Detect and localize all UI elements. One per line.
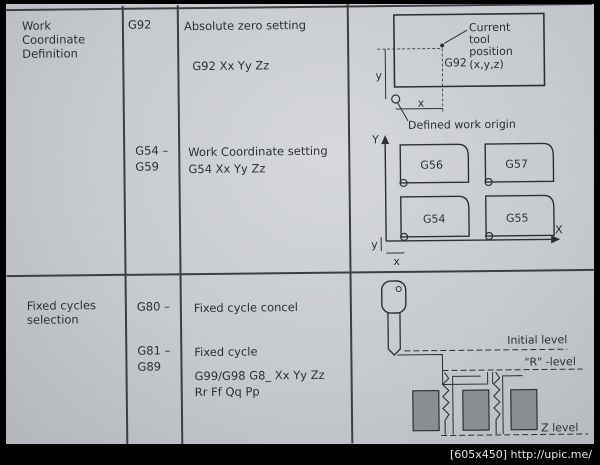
box-g55 (485, 194, 555, 237)
code-g54-start: G54 – (135, 143, 169, 158)
z-level-line (441, 433, 589, 437)
column-divider-1 (121, 5, 129, 444)
code-g89-end: G89 (137, 359, 162, 374)
code-g92: G92 (127, 17, 152, 32)
workpiece-block-2 (462, 389, 490, 431)
g92-callout-line3: position (469, 45, 513, 58)
g54-y-arrow (381, 135, 390, 145)
column-divider-2 (176, 5, 184, 444)
syntax-fixed-cycle-line1: G99/G98 G8_ Xx Yy Zz (194, 367, 325, 384)
box-g55-origin (485, 231, 494, 241)
r-level-label: "R" -level (524, 355, 576, 369)
g54-x-axis (386, 238, 557, 242)
image-caption: [605x450] http://upic.me/ (449, 448, 592, 461)
g92-x-dim-right (441, 48, 444, 113)
g92-callout-line2: tool (469, 33, 490, 46)
workpiece-block-3 (510, 388, 538, 431)
box-g56-label: G56 (420, 159, 443, 172)
g54-x-arrow (551, 235, 561, 244)
diagram-fixed-cycle: Initial level "R" -level Z level (380, 280, 589, 437)
box-g57 (484, 142, 555, 183)
g92-callout-line1: Current (469, 21, 511, 34)
box-g56-origin (399, 178, 408, 188)
g54-axis-y-label: Y (371, 133, 379, 146)
g92-tool-point (440, 43, 445, 48)
category-work-coordinate: Work Coordinate Definition (21, 18, 86, 61)
g92-y-dim-top (377, 48, 443, 50)
g92-x-label: x (418, 97, 425, 110)
g92-y-dim-line (384, 49, 387, 100)
box-g55-label: G55 (506, 212, 529, 225)
diagram-g92: G92 Current tool position (x,y,z) y x De… (375, 12, 546, 132)
syntax-g54: G54 Xx Yy Zz (188, 161, 266, 177)
rapid-retract (452, 375, 523, 435)
initial-level-label: Initial level (507, 333, 567, 347)
drill-path-1 (441, 372, 450, 435)
g92-origin-marker (391, 94, 401, 104)
g92-box-label: G92 (444, 56, 467, 69)
title-absolute-zero: Absolute zero setting (183, 17, 307, 34)
r-level-line (442, 368, 583, 372)
box-g54 (400, 195, 470, 238)
code-table: Work Coordinate Definition G92 Absolute … (6, 4, 594, 444)
g54-x-dim-label: x (393, 255, 400, 268)
box-g56 (399, 143, 470, 184)
diagram-g54-g59: Y X G56 G57 G54 G55 y x (371, 133, 563, 268)
title-fixed-cycle-cancel: Fixed cycle concel (193, 300, 299, 316)
g92-origin-label: Defined work origin (408, 118, 516, 132)
g54-y-axis (384, 139, 387, 242)
tool-shank (387, 312, 401, 356)
tool-holder (380, 280, 407, 314)
g92-work-box (393, 12, 546, 88)
category-fixed-cycles: Fixed cycles selection (26, 298, 97, 327)
g54-axis-x-label: X (555, 223, 563, 236)
z-level-label: Z level (541, 421, 578, 434)
tool-path (397, 354, 494, 386)
box-g57-origin (484, 177, 493, 187)
syntax-g92: G92 Xx Yy Zz (192, 58, 270, 74)
code-g80: G80 – (136, 299, 170, 314)
code-g81-start: G81 – (137, 343, 171, 358)
workpiece-block-1 (412, 389, 440, 432)
code-g59-end: G59 (135, 159, 160, 174)
initial-level-line (404, 348, 568, 352)
photographed-page: Work Coordinate Definition G92 Absolute … (6, 4, 594, 444)
title-work-coordinate: Work Coordinate setting (188, 143, 328, 160)
syntax-fixed-cycle-line2: Rr Ff Qq Pp (194, 384, 260, 400)
title-fixed-cycle: Fixed cycle (194, 344, 258, 360)
g92-callout-line4: (x,y,z) (469, 58, 504, 71)
g92-callout-line (443, 29, 468, 44)
box-g54-label: G54 (423, 212, 446, 225)
box-g54-origin (400, 232, 409, 242)
box-g57-label: G57 (505, 158, 528, 171)
g54-y-dim-label: y (371, 238, 378, 251)
tool-holder-dot (395, 285, 402, 292)
g92-y-label: y (375, 69, 382, 82)
drill-path-2 (492, 371, 501, 434)
g92-origin-leader (397, 102, 409, 122)
